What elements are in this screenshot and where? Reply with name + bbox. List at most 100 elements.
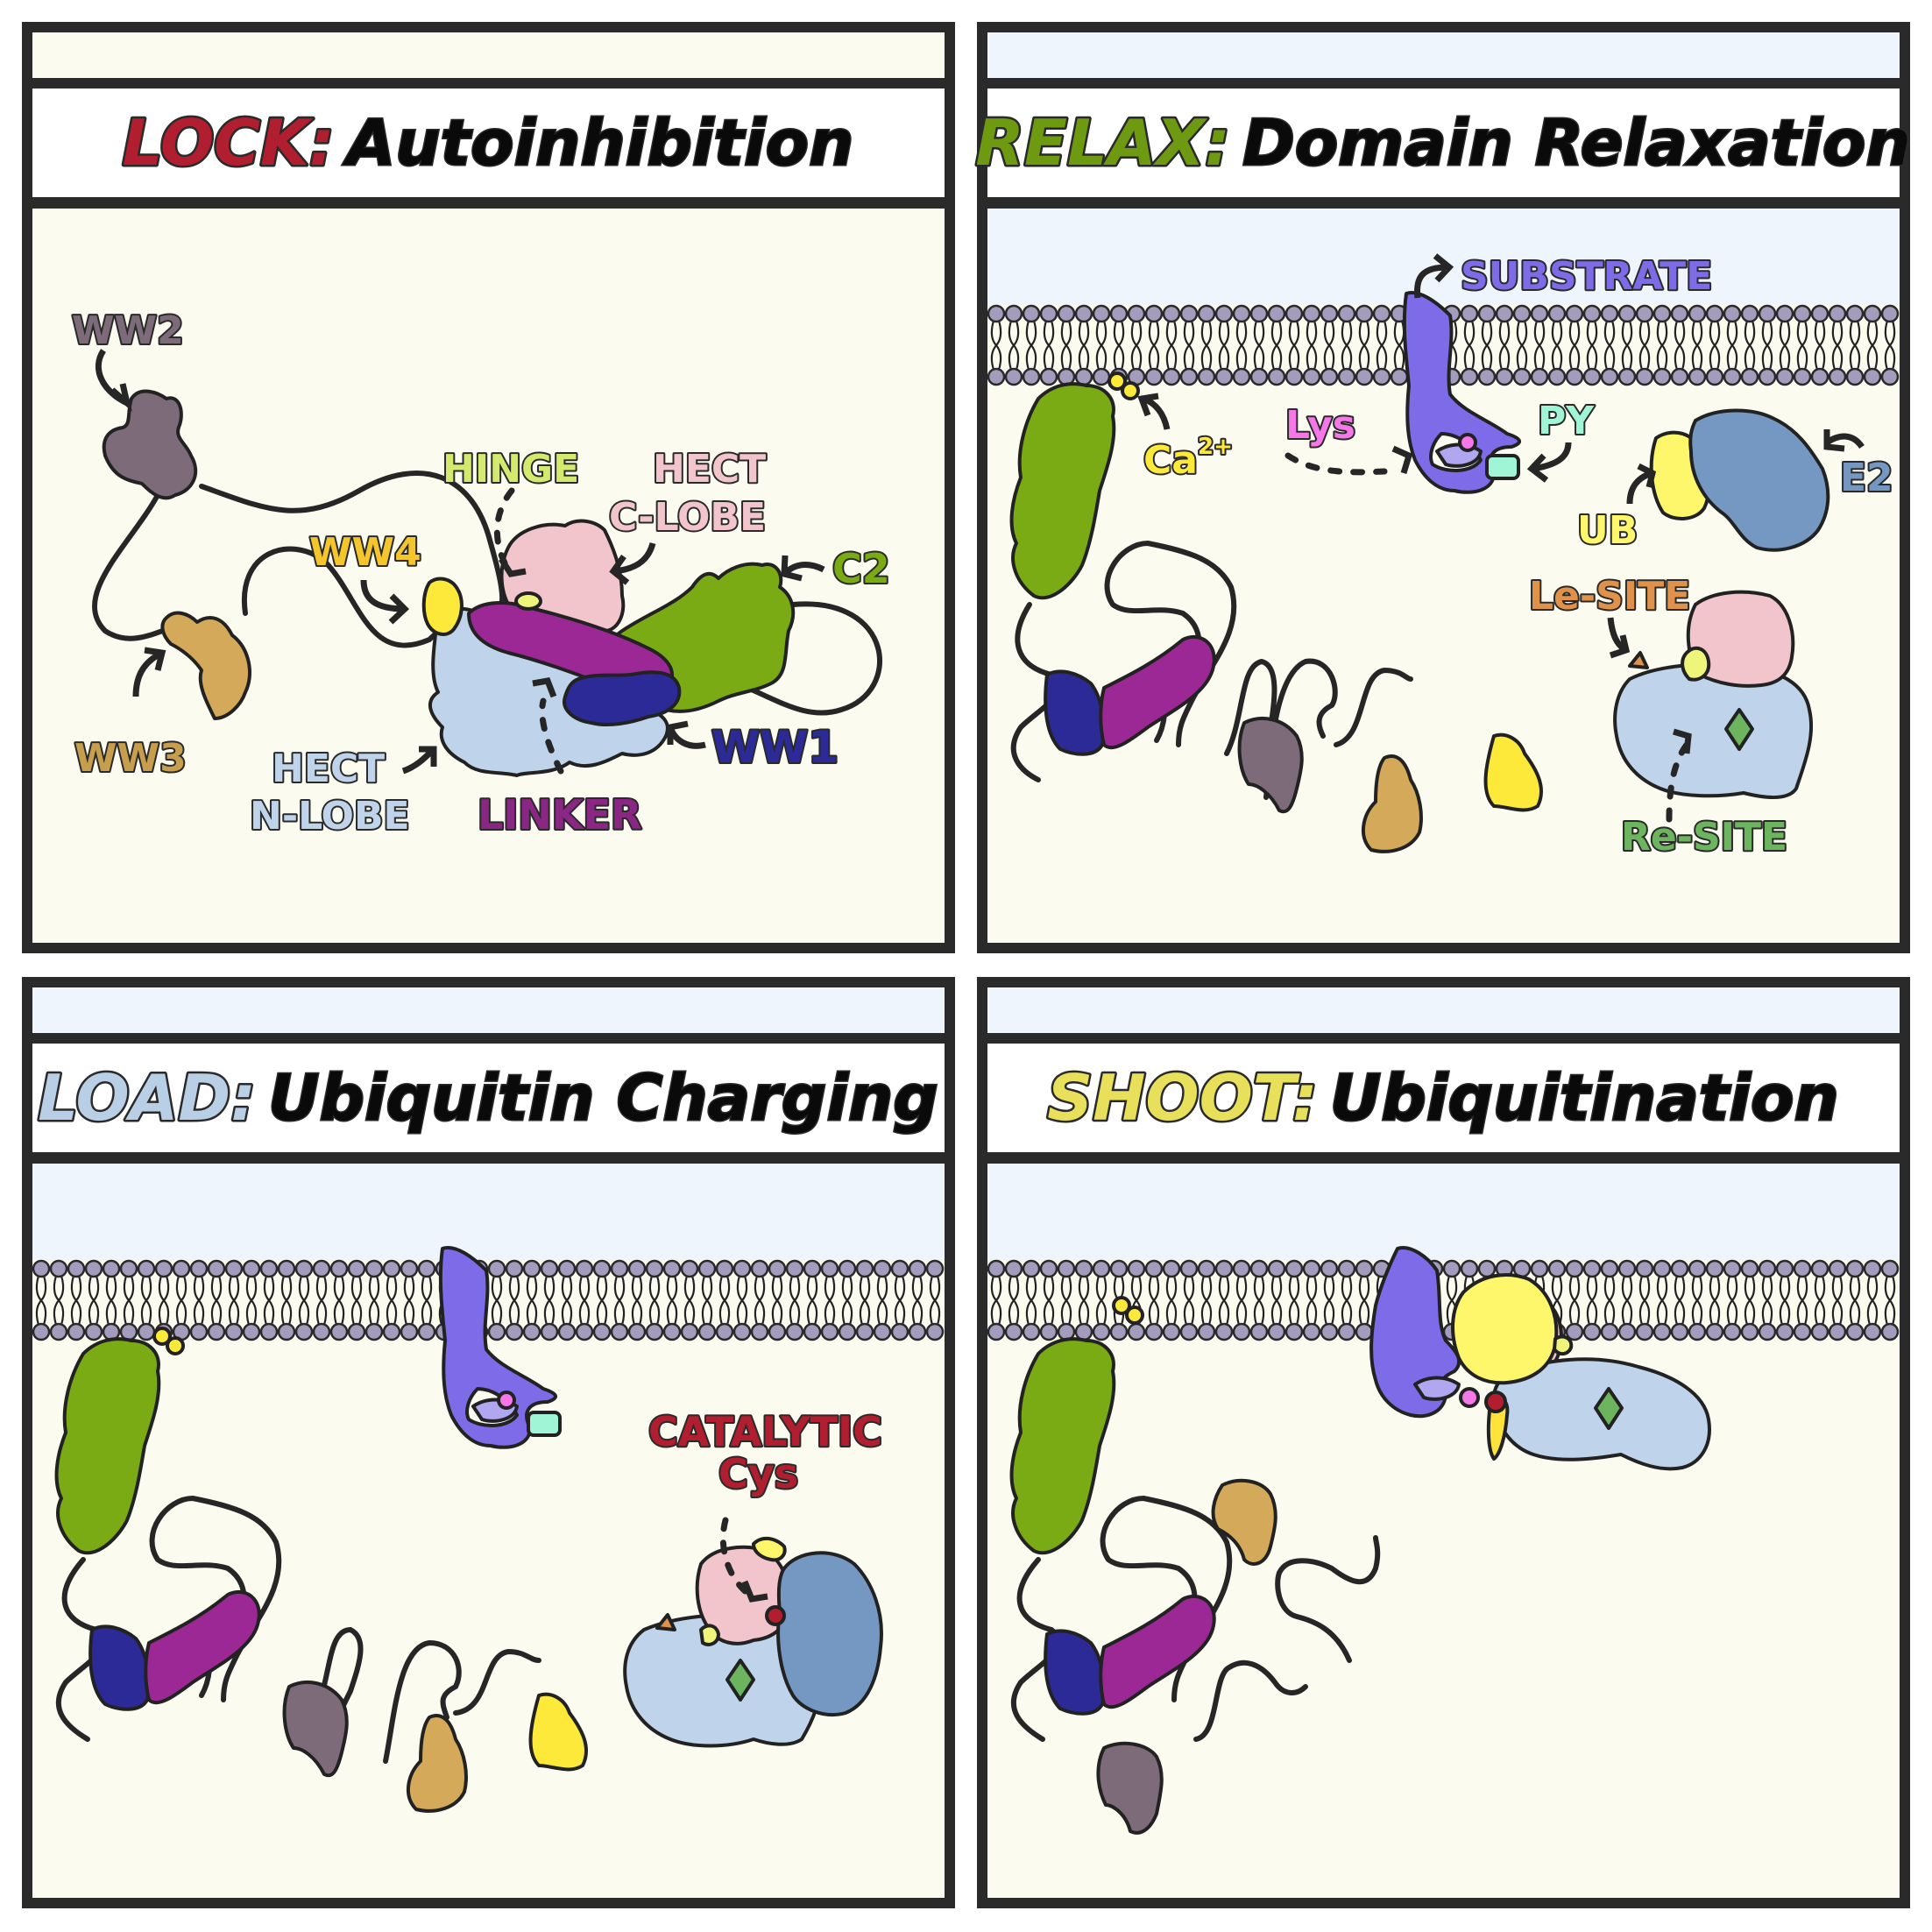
title-keyword: LOCK: [123,106,335,180]
lipid-head [294,1322,314,1341]
lipid-head [732,1259,752,1278]
lipid-head [1512,304,1532,323]
lipid-tail [1866,1275,1879,1326]
lipid-head [400,1322,419,1341]
arrow-hect-c [609,541,656,585]
lipid-tail [1288,320,1300,371]
lipid-tail [859,1275,871,1326]
lipid-head [987,1259,1006,1278]
lipid-head [1652,304,1672,323]
lipid-head [1320,1322,1339,1341]
lipid-tail [1306,1275,1318,1326]
lipid-head [1039,367,1058,386]
lipid-head [417,1322,436,1341]
lipid-head [1565,304,1584,323]
e2-enzyme [1688,408,1830,552]
lipid-head [987,304,1006,323]
lipid-tail [1796,320,1808,371]
lipid-head [1828,304,1847,323]
lipid-head [592,1322,612,1341]
lipid-head [1793,1259,1812,1278]
extracellular-space [32,1164,945,1260]
lipid-head [1582,1259,1602,1278]
lipid-head [242,1322,261,1341]
lipid-head [294,1259,314,1278]
lipid-head [1758,304,1777,323]
lipid-head [1670,304,1689,323]
lipid-head [1372,367,1391,386]
lipid-head [1845,1259,1865,1278]
lipid-head [1775,1322,1794,1341]
lipid-head [1652,1259,1672,1278]
lipid-tail [193,1275,205,1326]
lipid-tail [1568,1275,1581,1326]
lipid-tail [1481,320,1493,371]
lipid-head [1127,1259,1146,1278]
panel-title-lock: LOCK:Autoinhibition [123,106,854,180]
lipid-tail [1814,1275,1826,1326]
arrow-re-site-dashed [1666,741,1690,823]
lipid-head [1109,1322,1129,1341]
arrow-catalytic-dashed [719,1517,753,1598]
lipid-head [1810,304,1829,323]
lipid-tail [1218,320,1230,371]
lipid-tail [1288,1275,1300,1326]
lipid-tail [1744,1275,1756,1326]
lipid-head [1582,367,1602,386]
calcium-ion [166,1336,185,1355]
lipid-head [925,1259,945,1278]
label-hect-n-line1: HECT [272,747,385,791]
title-keyword: RELAX: [975,106,1230,180]
lipid-head [1092,304,1111,323]
shoot-scene [987,1246,1900,1835]
lipid-head [505,1259,524,1278]
lipid-tail [1674,320,1686,371]
lipid-tail [1218,1275,1230,1326]
lipid-head [1775,367,1794,386]
lipid-tail [1744,320,1756,371]
lipid-head [1863,1259,1882,1278]
lipid-head [259,1259,279,1278]
label-lys: Lys [1285,403,1355,448]
lipid-head [1162,1259,1181,1278]
lipid-head [1284,1259,1304,1278]
lock-scene: WW2 WW3 WW4 HINGE HECT C-LOBE C2 WW1 HEC… [70,307,892,840]
ubiquitin [752,1536,787,1562]
lipid-tail [1726,320,1738,371]
lipid-head [172,1259,191,1278]
lipid-head [1688,1259,1707,1278]
lipid-tail [1779,1275,1791,1326]
lipid-tail [1130,320,1143,371]
ww3-domain [1361,754,1423,853]
lipid-head [1074,1322,1093,1341]
lipid-head [84,1322,103,1341]
lipid-tail [526,1275,538,1326]
lipid-tail [1060,320,1072,371]
lipid-head [1863,304,1882,323]
membrane [987,304,1900,386]
label-ww2: WW2 [72,308,184,353]
lipid-head [1179,1322,1199,1341]
lipid-head [1092,1322,1111,1341]
lipid-head [1284,304,1304,323]
title-bar [32,1044,945,1152]
lipid-head [1547,304,1567,323]
lipid-head [1600,1322,1619,1341]
lipid-head [32,1322,51,1341]
ww2-domain [1237,717,1304,814]
lipid-head [1635,1322,1654,1341]
lipid-head [785,1322,804,1341]
lipid-head [768,1259,787,1278]
lipid-head [1565,1259,1584,1278]
lipid-head [1793,1322,1812,1341]
arrow-lys-head [1391,445,1413,475]
lipid-head [259,1322,279,1341]
lipid-head [277,1259,296,1278]
lipid-head [1355,1259,1374,1278]
lipid-head [1232,1322,1251,1341]
lipid-head [522,1322,541,1341]
lipid-head [1197,1259,1216,1278]
lipid-head [1004,304,1023,323]
lipid-head [1074,304,1093,323]
lipid-tail [701,1275,713,1326]
